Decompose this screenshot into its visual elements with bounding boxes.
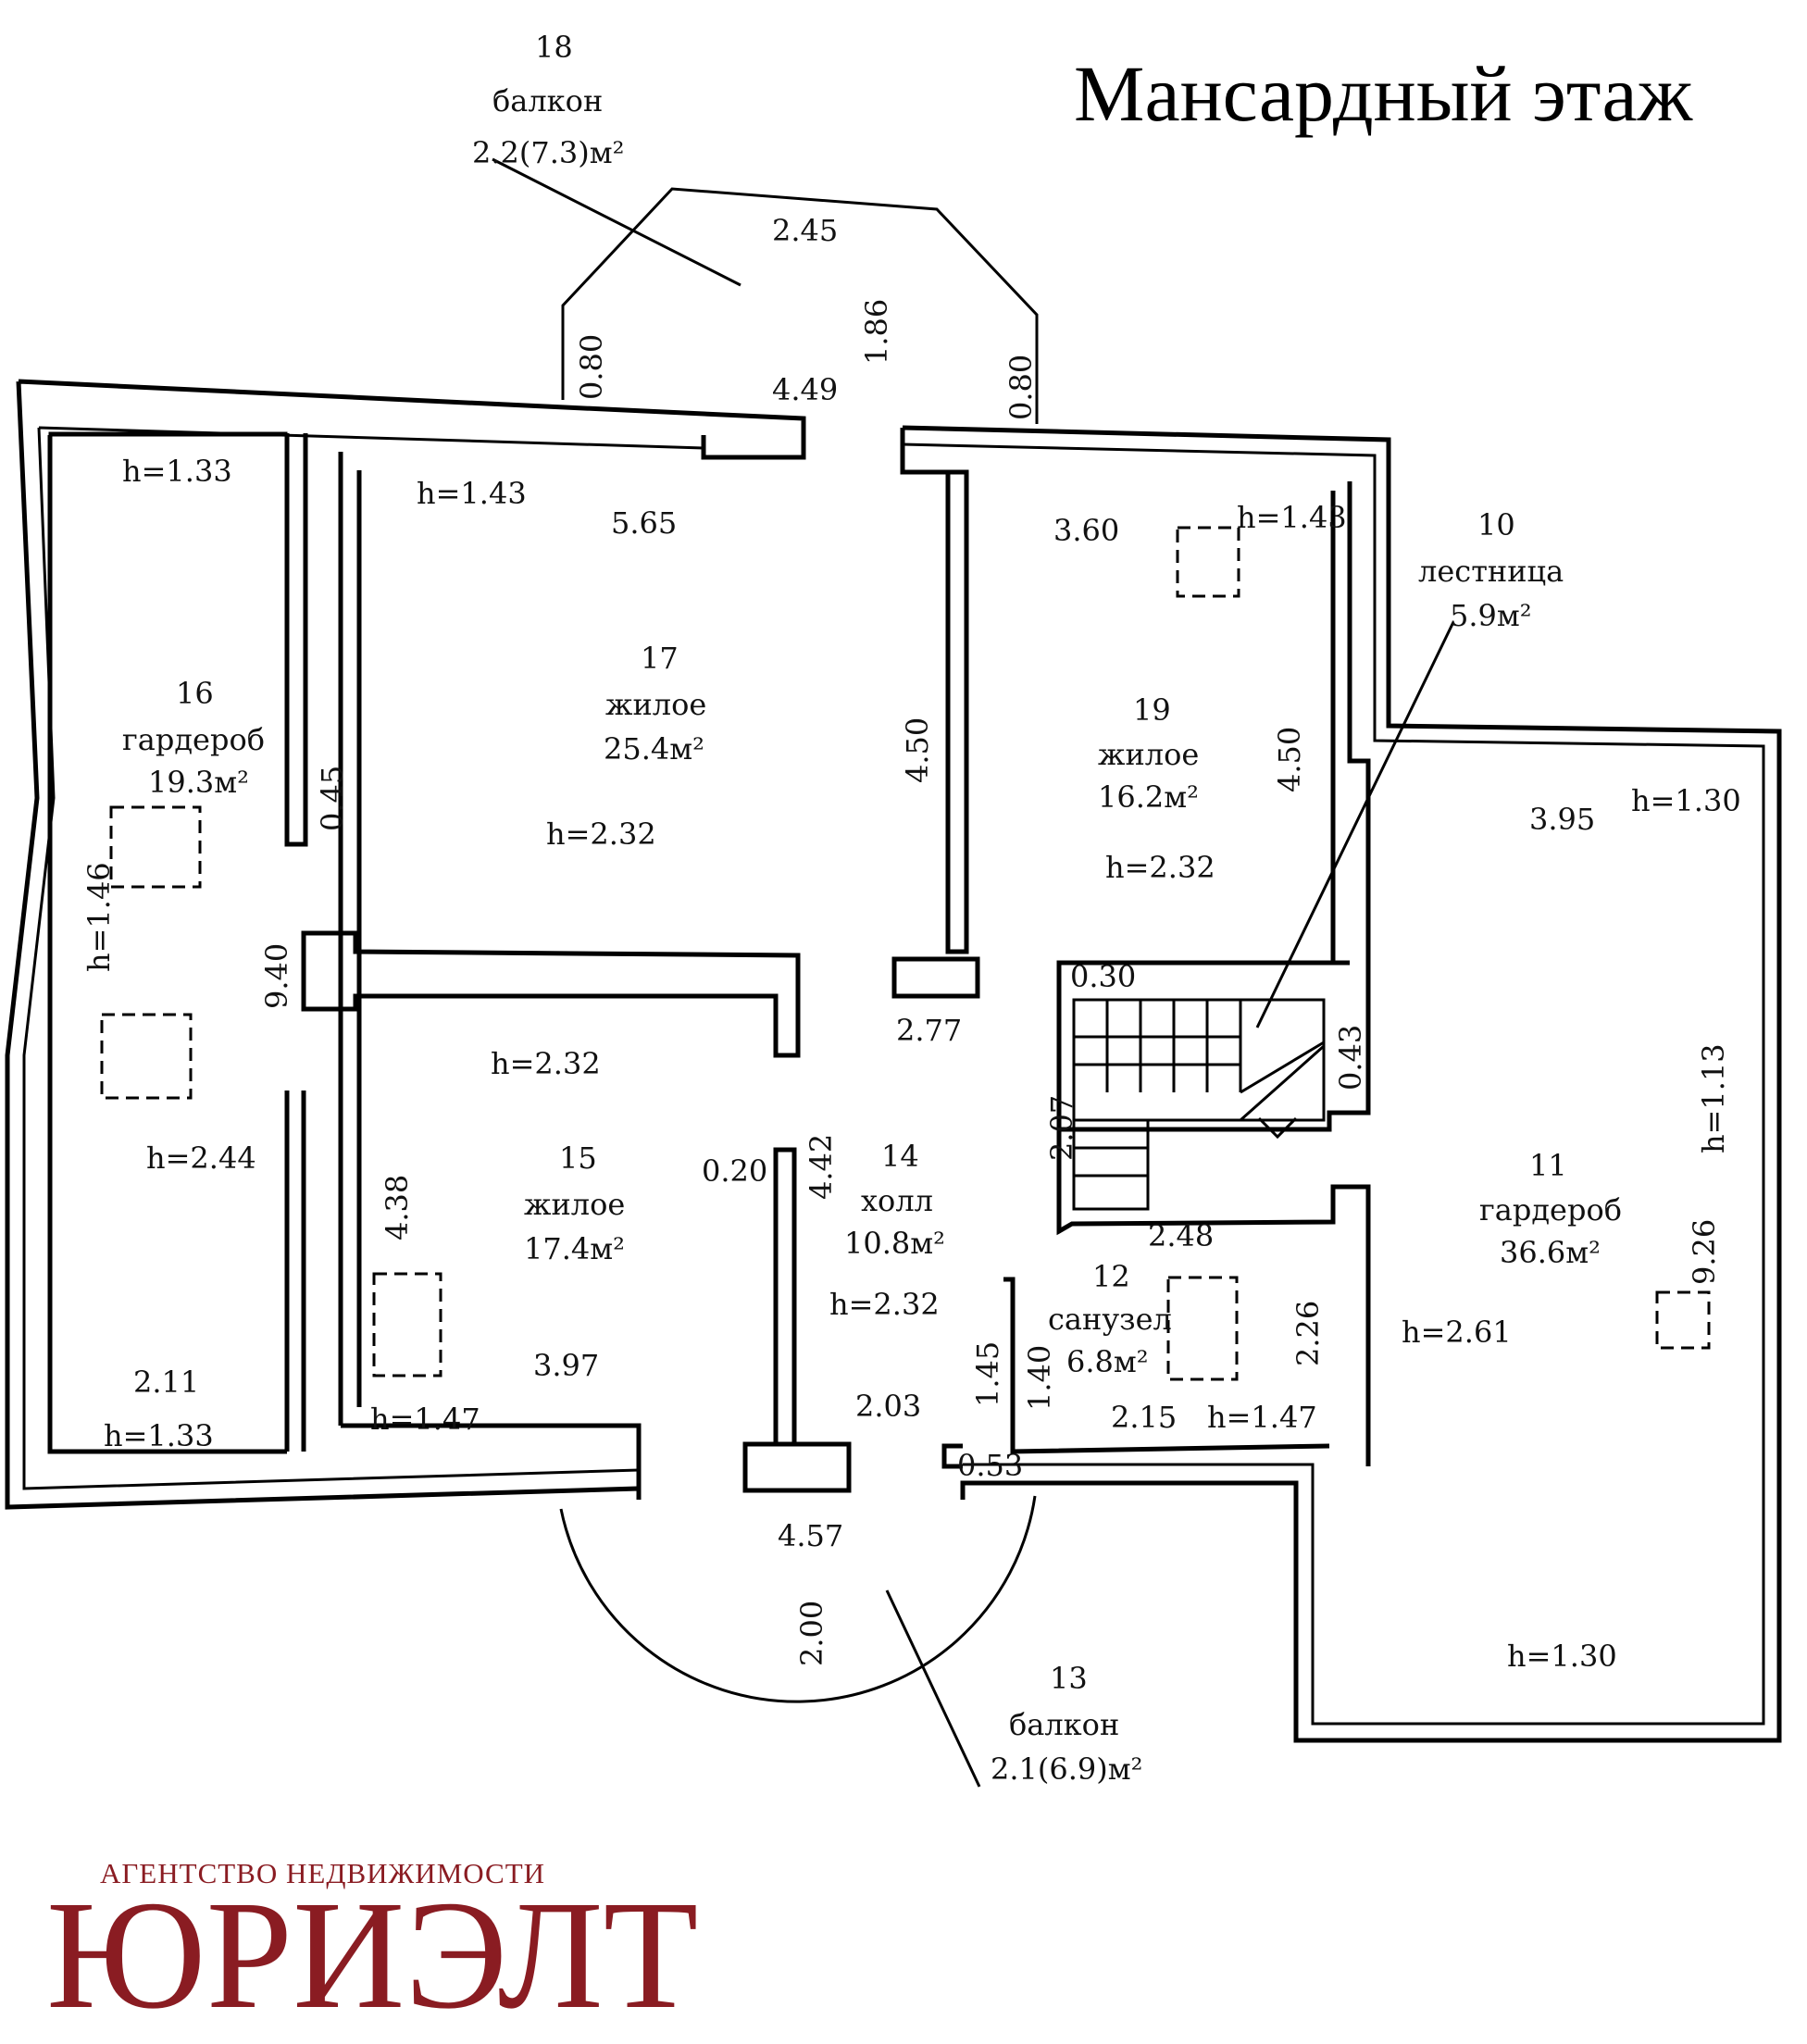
height-label: h=1.43 — [1237, 500, 1347, 535]
room-13-number: 13 — [1050, 1661, 1088, 1696]
height-label: h=2.32 — [1105, 850, 1215, 885]
room-15-area: 17.4м² — [524, 1231, 625, 1266]
dimension-label: 9.40 — [259, 943, 294, 1009]
height-label: h=1.13 — [1696, 1043, 1731, 1153]
room-10-number: 10 — [1477, 507, 1515, 542]
dimension-label: 0.43 — [1333, 1025, 1368, 1091]
room-18-area: 2.2(7.3)м² — [472, 135, 624, 170]
height-label: h=1.33 — [122, 454, 232, 489]
room-14-number: 14 — [881, 1139, 919, 1174]
dimension-label: 3.97 — [533, 1348, 599, 1383]
agency-name: ЮРИЭЛТ — [46, 1869, 698, 2041]
dimension-label: 2.11 — [133, 1365, 199, 1400]
room-13-name: балкон — [1009, 1707, 1119, 1742]
room-18-name: балкон — [492, 83, 603, 118]
height-label: h=1.33 — [104, 1418, 214, 1453]
dimension-label: 4.57 — [778, 1518, 843, 1553]
room-10-area: 5.9м² — [1450, 598, 1532, 633]
room-17-number: 17 — [641, 641, 679, 676]
height-label: h=1.46 — [81, 862, 117, 972]
dimension-label: 4.38 — [380, 1175, 415, 1240]
room-15-number: 15 — [559, 1140, 597, 1176]
dimension-label: 0.80 — [574, 334, 609, 400]
dimension-label: 0.45 — [315, 766, 350, 831]
room-12-area: 6.8м² — [1066, 1344, 1149, 1379]
room-16-name: гардероб — [122, 722, 265, 757]
interior-walls — [47, 428, 1371, 1500]
dimension-label: 0.53 — [957, 1448, 1023, 1483]
dimension-label: 2.07 — [1044, 1095, 1079, 1161]
room-14-area: 10.8м² — [844, 1226, 945, 1261]
height-label: h=2.32 — [491, 1046, 601, 1081]
height-label: h=2.61 — [1402, 1315, 1512, 1350]
room-18-number: 18 — [535, 30, 573, 65]
height-label: h=2.32 — [829, 1287, 940, 1322]
dimension-label: 4.50 — [1272, 727, 1307, 792]
dimension-label: 0.20 — [702, 1153, 767, 1189]
staircase — [1072, 621, 1455, 1211]
dimension-label: 1.40 — [1022, 1345, 1057, 1411]
balcony-13-arc — [559, 1495, 1037, 1788]
dimension-label: 3.60 — [1053, 513, 1119, 548]
height-label: h=1.47 — [1207, 1400, 1317, 1435]
dimension-label: 2.77 — [896, 1013, 962, 1048]
dimension-label: 4.49 — [772, 372, 838, 407]
skylight-markers — [100, 526, 1711, 1381]
dimension-label: 5.65 — [611, 505, 677, 541]
room-labels: 18 балкон 2.2(7.3)м² 17 жилое 25.4м² 16 … — [122, 30, 1622, 1787]
height-label: h=1.47 — [370, 1402, 480, 1437]
room-19-number: 19 — [1133, 692, 1171, 728]
height-label: h=2.44 — [146, 1140, 256, 1176]
height-label: h=1.30 — [1631, 783, 1741, 818]
height-label: h=1.43 — [417, 476, 527, 511]
dimension-label: 2.45 — [772, 213, 838, 248]
room-11-area: 36.6м² — [1500, 1235, 1601, 1270]
ceiling-heights: h=1.33 h=1.43 h=2.32 h=1.43 h=2.32 h=1.3… — [81, 454, 1741, 1674]
room-12-number: 12 — [1092, 1259, 1130, 1294]
height-label: h=1.30 — [1507, 1639, 1617, 1674]
room-11-name: гардероб — [1479, 1192, 1622, 1228]
dimension-label: 2.00 — [794, 1601, 829, 1666]
room-14-name: холл — [861, 1183, 933, 1218]
dimensions: 2.45 1.86 0.80 0.80 4.49 5.65 3.60 4.50 … — [133, 213, 1722, 1666]
dimension-label: 4.42 — [804, 1134, 839, 1200]
agency-logo: АГЕНТСТВО НЕДВИЖИМОСТИ ЮРИЭЛТ — [46, 1857, 698, 2041]
room-17-name: жилое — [605, 687, 706, 722]
room-15-name: жилое — [524, 1187, 625, 1222]
room-16-area: 19.3м² — [148, 765, 249, 800]
height-label: h=2.32 — [546, 816, 656, 852]
page-title: Мансардный этаж — [1074, 49, 1693, 138]
room-16-number: 16 — [176, 676, 214, 711]
dimension-label: 0.80 — [1003, 355, 1039, 420]
room-19-area: 16.2м² — [1098, 779, 1199, 815]
agency-subtitle: АГЕНТСТВО НЕДВИЖИМОСТИ — [100, 1857, 545, 1889]
dimension-label: 0.30 — [1070, 959, 1136, 994]
room-12-name: санузел — [1048, 1302, 1172, 1337]
room-11-number: 11 — [1529, 1148, 1567, 1183]
room-10-name: лестница — [1418, 554, 1564, 589]
room-19-name: жилое — [1098, 737, 1199, 772]
dimension-label: 3.95 — [1529, 802, 1595, 837]
dimension-label: 1.45 — [970, 1341, 1005, 1407]
room-17-area: 25.4м² — [604, 731, 704, 766]
dimension-label: 2.03 — [855, 1389, 921, 1424]
room-13-area: 2.1(6.9)м² — [991, 1751, 1142, 1787]
dimension-label: 2.15 — [1111, 1400, 1177, 1435]
dimension-label: 9.26 — [1687, 1219, 1722, 1285]
dimension-label: 2.48 — [1148, 1218, 1214, 1253]
dimension-label: 1.86 — [859, 299, 894, 365]
balcony-18-outline — [492, 157, 1039, 424]
dimension-label: 2.26 — [1290, 1301, 1326, 1366]
dimension-label: 4.50 — [900, 717, 935, 783]
